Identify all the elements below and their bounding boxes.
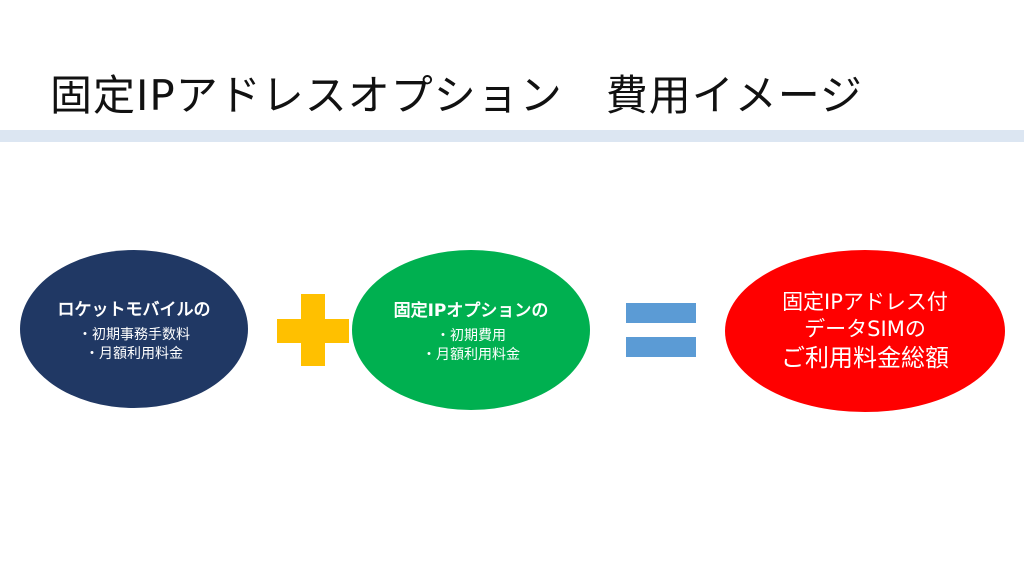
result-line: 固定IPアドレス付: [782, 290, 948, 314]
ellipse-item: ・初期事務手数料: [78, 326, 190, 343]
equals-icon-top-bar: [626, 303, 696, 323]
ellipse-heading: 固定IPオプションの: [393, 300, 549, 321]
plus-icon-vertical: [301, 294, 325, 366]
title-divider: [0, 130, 1024, 142]
rocket-mobile-fees-ellipse: ロケットモバイルの ・初期事務手数料 ・月額利用料金: [20, 250, 248, 408]
static-ip-option-fees-ellipse: 固定IPオプションの ・初期費用 ・月額利用料金: [352, 250, 590, 410]
ellipse-item: ・月額利用料金: [422, 346, 520, 363]
page-title: 固定IPアドレスオプション 費用イメージ: [50, 71, 863, 120]
equals-icon-bottom-bar: [626, 337, 696, 357]
total-fee-ellipse: 固定IPアドレス付 データSIMの ご利用料金総額: [725, 250, 1005, 412]
ellipse-item: ・月額利用料金: [85, 345, 183, 362]
ellipse-item: ・初期費用: [436, 327, 506, 344]
ellipse-heading: ロケットモバイルの: [57, 299, 211, 320]
result-line: ご利用料金総額: [781, 344, 949, 372]
result-line: データSIMの: [804, 317, 926, 341]
